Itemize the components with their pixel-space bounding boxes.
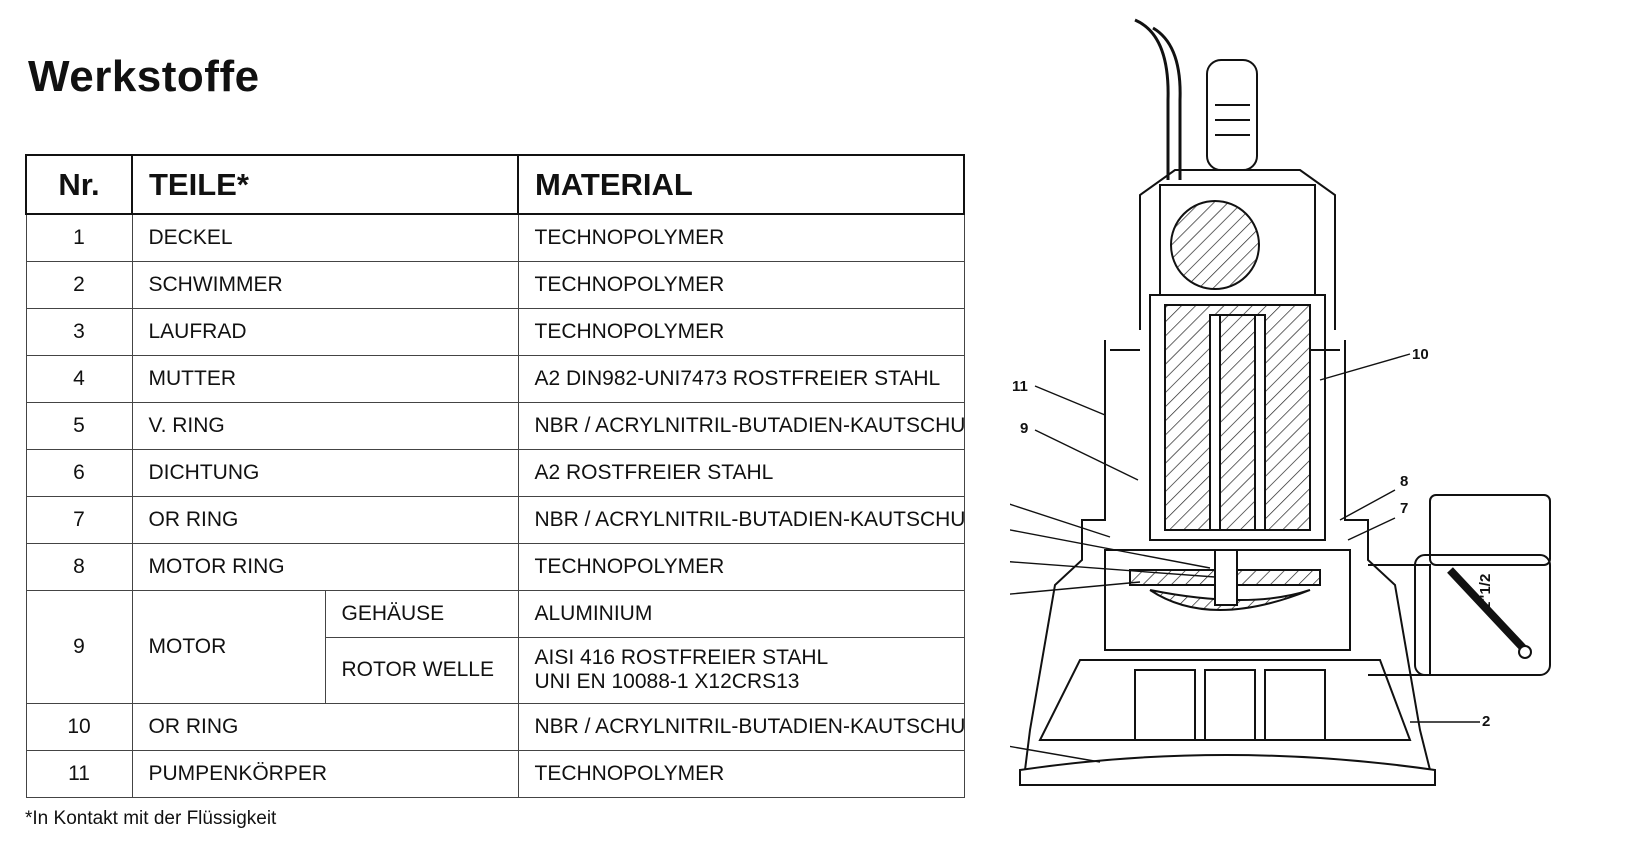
table-row-motor-shaft: ROTOR WELLE AISI 416 ROSTFREIER STAHL UN…	[26, 636, 965, 704]
row-material: TECHNOPOLYMER	[517, 749, 965, 798]
row-material: A2 DIN982-UNI7473 ROSTFREIER STAHL	[517, 354, 965, 403]
row-part: SCHWIMMER	[131, 260, 519, 309]
row-part: LAUFRAD	[131, 307, 519, 356]
row-part: MOTOR	[131, 589, 326, 704]
callout-labels: 1 2 3 4 5 6 7 8 9 10 11	[1012, 346, 1490, 730]
table-row: 8 MOTOR RING TECHNOPOLYMER	[25, 542, 965, 591]
header-parts: TEILE*	[131, 154, 519, 215]
row-material: ALUMINIUM	[517, 589, 965, 638]
row-part: DICHTUNG	[131, 448, 519, 497]
row-part: PUMPENKÖRPER	[131, 749, 519, 798]
row-nr: 2	[25, 260, 133, 309]
row-material: TECHNOPOLYMER	[517, 542, 965, 591]
row-part: OR RING	[131, 702, 519, 751]
row-material: NBR / ACRYLNITRIL-BUTADIEN-KAUTSCHUK	[517, 401, 965, 450]
footnote: *In Kontakt mit der Flüssigkeit	[25, 808, 277, 829]
row-nr: 7	[25, 495, 133, 544]
row-part: V. RING	[131, 401, 519, 450]
row-nr: 11	[25, 749, 133, 798]
table-row: 2 SCHWIMMER TECHNOPOLYMER	[25, 260, 965, 309]
row-subpart: ROTOR WELLE	[324, 636, 519, 704]
row-nr: 10	[25, 702, 133, 751]
row-part: DECKEL	[131, 213, 519, 262]
page-title: Werkstoffe	[28, 52, 260, 101]
table-row: 7 OR RING NBR / ACRYLNITRIL-BUTADIEN-KAU…	[25, 495, 965, 544]
callout-2: 2	[1482, 713, 1490, 730]
table-row: 3 LAUFRAD TECHNOPOLYMER	[25, 307, 965, 356]
row-subpart: GEHÄUSE	[324, 589, 519, 638]
callout-9: 9	[1020, 420, 1028, 437]
row-material: NBR / ACRYLNITRIL-BUTADIEN-KAUTSCHUK	[517, 495, 965, 544]
pump-cross-section-diagram: 1"1/2 1 2 3 4 5 6 7 8 9 10 11	[1010, 18, 1551, 786]
row-nr: 9	[25, 589, 133, 704]
callout-7: 7	[1400, 500, 1408, 517]
row-nr: 4	[25, 354, 133, 403]
callout-leaders	[1010, 353, 1480, 763]
row-material: A2 ROSTFREIER STAHL	[517, 448, 965, 497]
row-part: OR RING	[131, 495, 519, 544]
row-nr: 5	[25, 401, 133, 450]
row-part: MOTOR RING	[131, 542, 519, 591]
row-material: TECHNOPOLYMER	[517, 307, 965, 356]
header-material: MATERIAL	[517, 154, 965, 215]
outlet-icon	[1429, 494, 1551, 566]
row-material: NBR / ACRYLNITRIL-BUTADIEN-KAUTSCHUK	[517, 702, 965, 751]
callout-11: 11	[1012, 378, 1028, 395]
pump-outline	[1019, 18, 1551, 786]
row-part: MUTTER	[131, 354, 519, 403]
table-row: 5 V. RING NBR / ACRYLNITRIL-BUTADIEN-KAU…	[25, 401, 965, 450]
table-row: 11 PUMPENKÖRPER TECHNOPOLYMER	[25, 749, 965, 798]
outlet-size-label: 1"1/2	[1477, 574, 1494, 610]
table-row: 4 MUTTER A2 DIN982-UNI7473 ROSTFREIER ST…	[25, 354, 965, 403]
header-nr: Nr.	[25, 154, 133, 215]
row-nr: 6	[25, 448, 133, 497]
row-nr: 3	[25, 307, 133, 356]
table-header-row: Nr. TEILE* MATERIAL	[25, 154, 965, 215]
table-row: 1 DECKEL TECHNOPOLYMER	[25, 213, 965, 262]
material-line-1: AISI 416 ROSTFREIER STAHL	[534, 646, 829, 669]
callout-8: 8	[1400, 473, 1408, 490]
row-nr: 8	[25, 542, 133, 591]
table-row: 6 DICHTUNG A2 ROSTFREIER STAHL	[25, 448, 965, 497]
callout-10: 10	[1412, 346, 1429, 363]
cable-icon	[1134, 18, 1170, 180]
row-material: AISI 416 ROSTFREIER STAHL UNI EN 10088-1…	[517, 636, 965, 704]
material-line-2: UNI EN 10088-1 X12CRS13	[534, 670, 800, 693]
handle-icon	[1206, 59, 1258, 171]
row-material: TECHNOPOLYMER	[517, 260, 965, 309]
materials-table: Nr. TEILE* MATERIAL 1 DECKEL TECHNOPOLYM…	[25, 154, 965, 798]
table-row: 10 OR RING NBR / ACRYLNITRIL-BUTADIEN-KA…	[25, 702, 965, 751]
row-material: TECHNOPOLYMER	[517, 213, 965, 262]
table-row-motor: 9 MOTOR GEHÄUSE ALUMINIUM	[25, 589, 965, 704]
row-nr: 1	[25, 213, 133, 262]
